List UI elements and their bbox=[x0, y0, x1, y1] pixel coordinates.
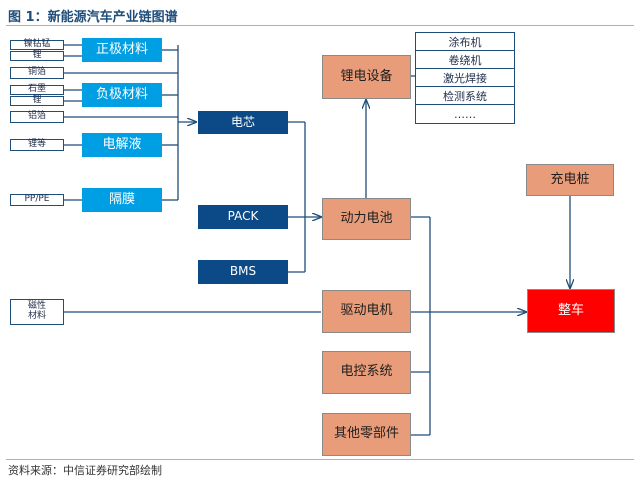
lithium-equipment-box: 锂电设备 bbox=[322, 55, 411, 99]
raw-graphite: 石墨 bbox=[10, 84, 64, 95]
raw-lithium-etc-label: 锂等 bbox=[27, 139, 46, 150]
raw-pp-pe-label: PP/PE bbox=[24, 194, 50, 205]
cathode-material-label: 正极材料 bbox=[95, 41, 148, 57]
pack-label: PACK bbox=[227, 209, 259, 224]
charging-pile-label: 充电桩 bbox=[550, 171, 590, 187]
raw-magnetic-line1: 磁性 bbox=[27, 301, 46, 312]
raw-magnetic-line2: 材料 bbox=[27, 311, 46, 321]
equipment-item-laser-welding: 激光焊接 bbox=[416, 69, 514, 87]
equipment-item-ellipsis: …… bbox=[454, 107, 476, 121]
pack-box: PACK bbox=[198, 205, 288, 229]
vehicle-label: 整车 bbox=[557, 302, 584, 318]
equipment-item-winder: 卷绕机 bbox=[416, 51, 514, 69]
bms-box: BMS bbox=[198, 260, 288, 284]
raw-nickel-cobalt-manganese-label: 镍钴锰 bbox=[23, 39, 51, 50]
raw-lithium-anode-label: 锂 bbox=[32, 95, 42, 106]
electrolyte-label: 电解液 bbox=[102, 136, 142, 152]
raw-lithium-etc: 锂等 bbox=[10, 139, 64, 151]
power-battery-box: 动力电池 bbox=[322, 198, 411, 240]
cell-box: 电芯 bbox=[198, 111, 288, 134]
lithium-equipment-label: 锂电设备 bbox=[340, 68, 393, 84]
cathode-material-box: 正极材料 bbox=[82, 38, 162, 62]
raw-aluminum-foil: 铝箔 bbox=[10, 111, 64, 123]
raw-copper-foil-label: 铜箔 bbox=[27, 67, 46, 78]
raw-pp-pe: PP/PE bbox=[10, 194, 64, 206]
raw-copper-foil: 铜箔 bbox=[10, 67, 64, 79]
bms-label: BMS bbox=[229, 264, 257, 279]
raw-aluminum-foil-label: 铝箔 bbox=[27, 111, 46, 122]
equipment-item-coater: 涂布机 bbox=[416, 33, 514, 51]
equipment-item-testing-system: 检测系统 bbox=[416, 87, 514, 105]
page-title: 图 1：新能源汽车产业链图谱 bbox=[8, 10, 178, 25]
raw-graphite-label: 石墨 bbox=[27, 84, 46, 95]
raw-magnetic-material: 磁性 材料 bbox=[10, 299, 64, 325]
separator-box: 隔膜 bbox=[82, 188, 162, 212]
anode-material-label: 负极材料 bbox=[95, 86, 148, 102]
title-divider bbox=[6, 25, 634, 26]
raw-lithium-anode: 锂 bbox=[10, 95, 64, 106]
drive-motor-box: 驱动电机 bbox=[322, 290, 411, 333]
electronic-control-box: 电控系统 bbox=[322, 351, 411, 394]
raw-lithium-cathode-label: 锂 bbox=[32, 50, 42, 61]
separator-label: 隔膜 bbox=[108, 191, 135, 207]
other-parts-label: 其他零部件 bbox=[333, 426, 399, 442]
raw-lithium-cathode: 锂 bbox=[10, 50, 64, 61]
raw-nickel-cobalt-manganese: 镍钴锰 bbox=[10, 39, 64, 50]
footer-divider bbox=[6, 459, 634, 460]
vehicle-box: 整车 bbox=[527, 289, 615, 333]
charging-pile-box: 充电桩 bbox=[526, 164, 614, 196]
source-note: 资料来源：中信证券研究部绘制 bbox=[8, 464, 162, 477]
other-parts-box: 其他零部件 bbox=[322, 413, 411, 456]
power-battery-label: 动力电池 bbox=[340, 210, 393, 226]
equipment-list: 涂布机 卷绕机 激光焊接 检测系统 …… bbox=[415, 32, 515, 124]
anode-material-box: 负极材料 bbox=[82, 83, 162, 107]
drive-motor-label: 驱动电机 bbox=[340, 303, 393, 319]
electronic-control-label: 电控系统 bbox=[340, 364, 393, 380]
cell-label: 电芯 bbox=[230, 114, 255, 129]
electrolyte-box: 电解液 bbox=[82, 133, 162, 157]
